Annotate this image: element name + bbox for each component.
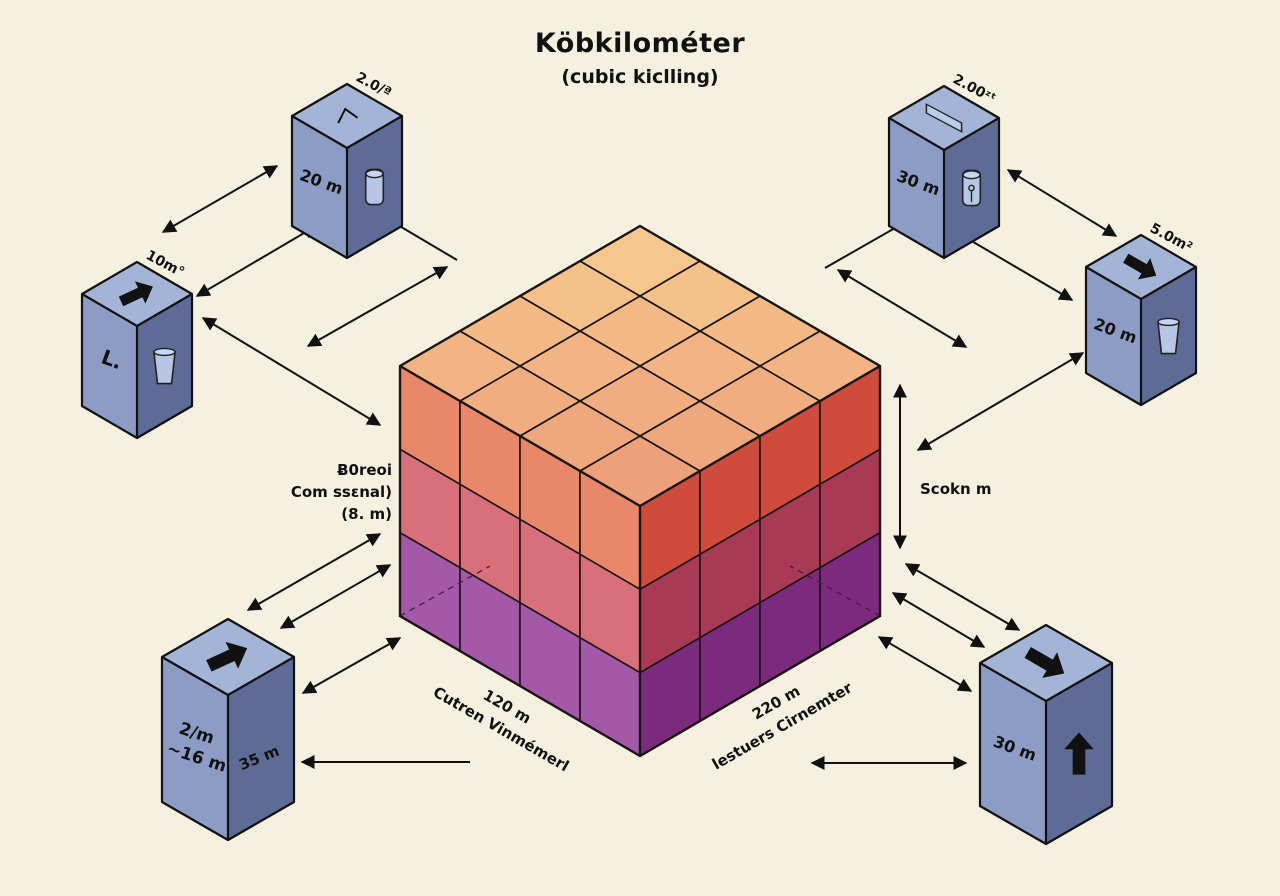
double-arrow	[301, 637, 402, 694]
side-note-line-2: Com ssɛnal)	[291, 483, 392, 501]
arrow-right-icon	[118, 281, 153, 307]
cylinder-icon	[364, 168, 385, 206]
small-cube-mid-left: 10m°L.	[80, 247, 194, 440]
double-arrow	[904, 563, 1021, 631]
double-arrow	[1006, 169, 1118, 237]
arrow-down-right-icon	[1123, 253, 1157, 280]
arrow-up-icon	[1064, 732, 1094, 775]
double-arrow	[195, 225, 318, 297]
diagram-subtitle: (cubic kiclling)	[561, 66, 719, 88]
cup-icon	[1157, 317, 1180, 355]
cup-icon	[153, 347, 176, 385]
side-note-line-1: Ƀ0reoi	[337, 461, 392, 479]
main-cube-right-face	[639, 365, 881, 757]
connector-arrows	[161, 165, 1118, 770]
caret-icon	[337, 107, 359, 124]
double-arrow	[201, 317, 382, 426]
double-arrow	[279, 564, 392, 629]
main-cube-left-face	[399, 365, 641, 757]
slot-icon	[925, 103, 963, 133]
double-arrow	[836, 269, 968, 348]
double-arrow	[306, 266, 449, 347]
arrow-down-right-icon	[1024, 646, 1065, 678]
double-arrow	[877, 636, 973, 692]
double-arrow	[161, 165, 279, 233]
height-label: Scokn m	[920, 480, 992, 498]
double-arrow	[246, 533, 382, 611]
main-cube-outline	[398, 224, 882, 758]
main-cube	[398, 224, 882, 758]
arrow-right-icon	[206, 641, 248, 672]
double-arrow	[916, 352, 1085, 451]
side-note-line-3: (8. m)	[341, 505, 392, 523]
double-arrow	[956, 232, 1074, 301]
small-cube-bottom-right: 30 m	[978, 623, 1114, 846]
small-cube-top-left: 2.0/ª20 m	[290, 69, 404, 260]
jar-icon	[961, 169, 982, 207]
diagram-title: Köbkilométer	[534, 28, 746, 59]
